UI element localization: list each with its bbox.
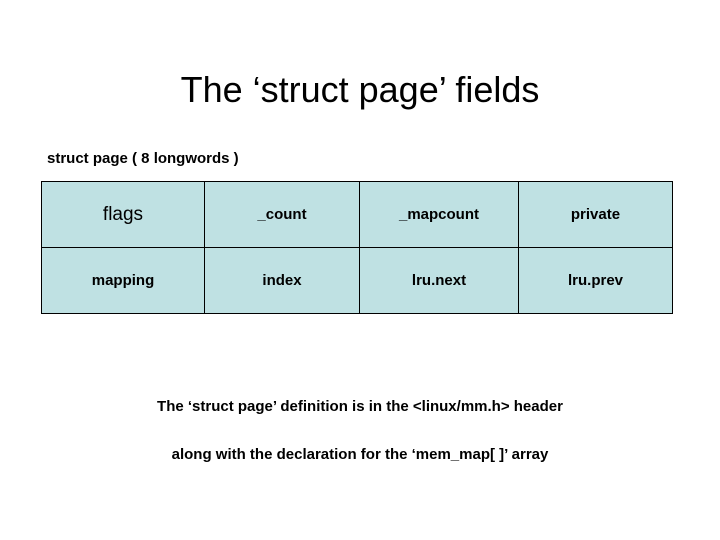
field-cell-mapping: mapping	[41, 247, 205, 314]
footnote-definition-location: The ‘struct page’ definition is in the <…	[157, 398, 563, 415]
field-cell-lru-prev: lru.prev	[518, 247, 673, 314]
field-cell-private: private	[518, 181, 673, 248]
field-cell-index: index	[204, 247, 360, 314]
field-cell-lru-next: lru.next	[359, 247, 519, 314]
table-caption: struct page ( 8 longwords )	[47, 150, 239, 167]
struct-page-fields-table: flags _count _mapcount private mapping i…	[41, 181, 673, 314]
field-cell-count: _count	[204, 181, 360, 248]
footnote-mem-map-array: along with the declaration for the ‘mem_…	[171, 446, 549, 463]
table-row: mapping index lru.next lru.prev	[41, 247, 673, 314]
field-cell-flags: flags	[41, 181, 205, 248]
field-cell-mapcount: _mapcount	[359, 181, 519, 248]
page-title: The ‘struct page’ fields	[180, 69, 540, 111]
table-row: flags _count _mapcount private	[41, 181, 673, 248]
